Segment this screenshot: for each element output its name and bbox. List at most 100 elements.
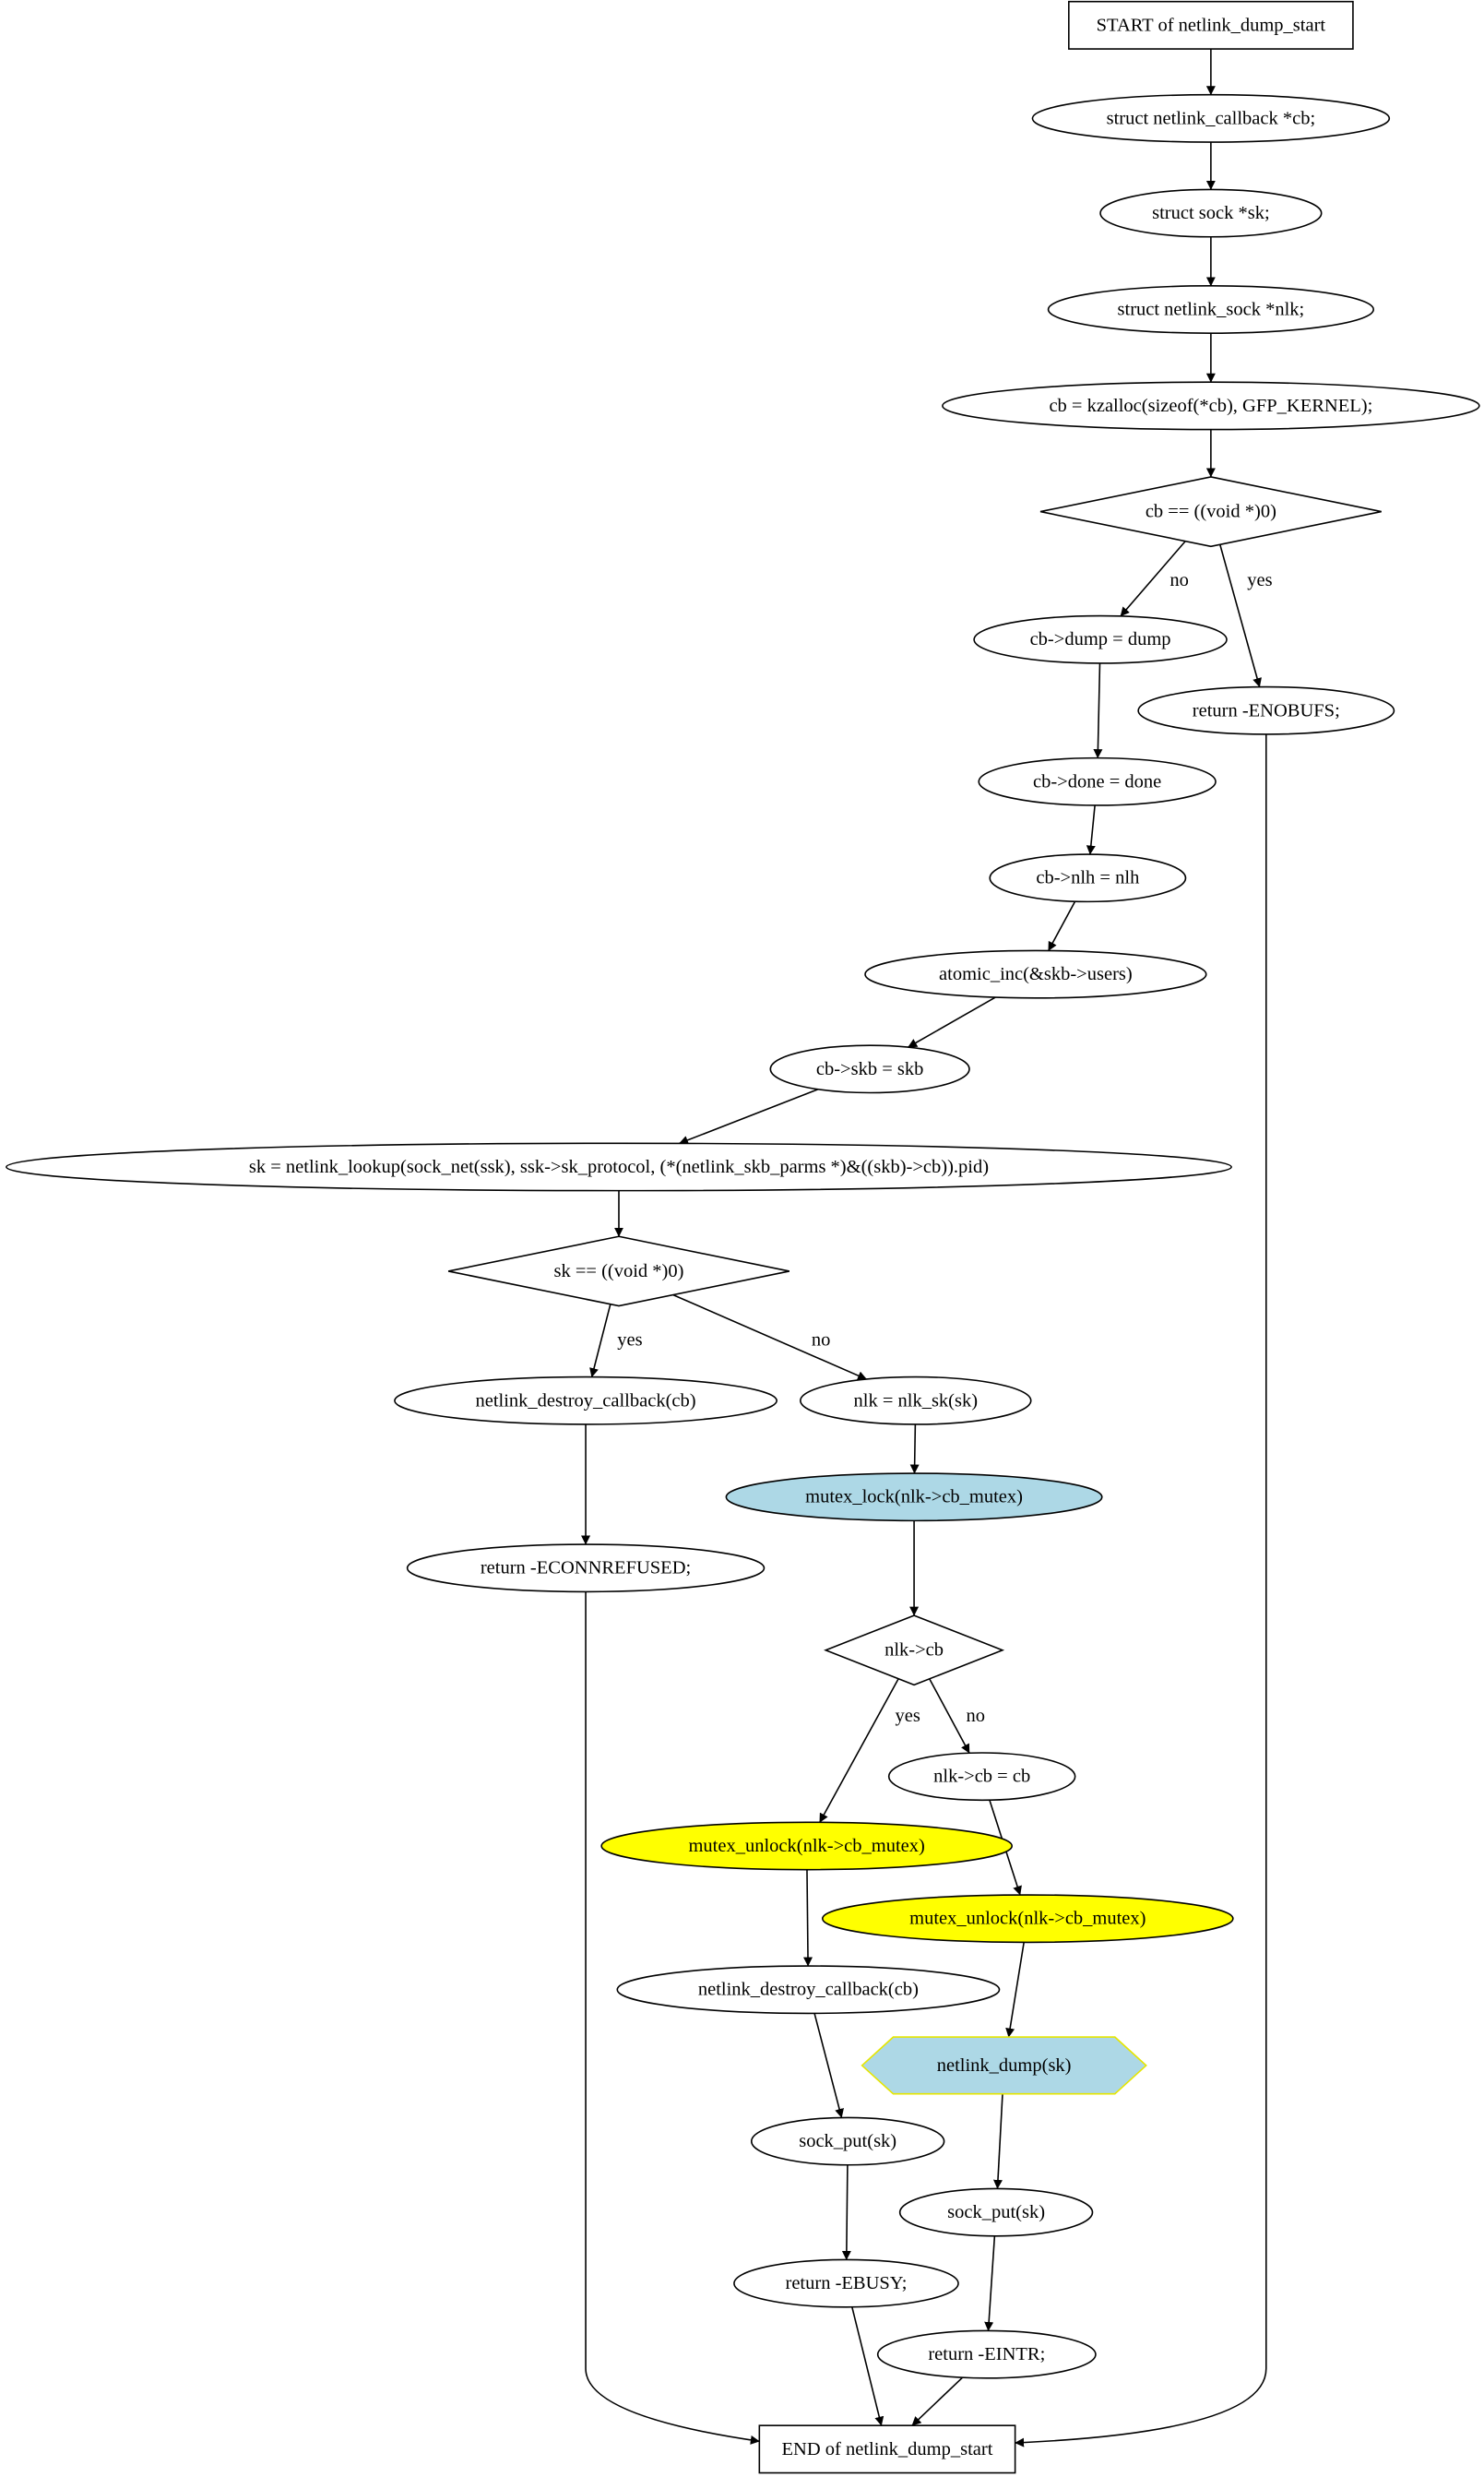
node-start-label: START of netlink_dump_start	[1097, 15, 1326, 35]
node-atomic-inc-label: atomic_inc(&skb->users)	[939, 964, 1133, 984]
node-nlk-cb-assign: nlk->cb = cb	[887, 1752, 1076, 1802]
node-end-shape	[758, 2424, 1016, 2474]
node-cb-nlh: cb->nlh = nlh	[989, 853, 1187, 903]
node-nlk-sk-shape	[800, 1375, 1032, 1425]
edges	[581, 49, 1267, 2447]
edge-cb-nlh-to-atomic-inc	[1048, 900, 1076, 951]
node-unlock1-shape	[600, 1821, 1014, 1871]
node-nlk-sk: nlk = nlk_sk(sk)	[800, 1375, 1032, 1425]
node-sk-null-label: sk == ((void *)0)	[553, 1261, 683, 1281]
node-atomic-inc-shape	[864, 949, 1207, 999]
node-destroy1-label: netlink_destroy_callback(cb)	[476, 1390, 696, 1411]
node-nlk-cb-assign-shape	[887, 1752, 1076, 1802]
node-destroy1-shape	[394, 1375, 778, 1425]
node-lookup-shape	[6, 1142, 1232, 1192]
edge-netlink-dump-to-sock-put2	[992, 2093, 1003, 2189]
edge-destroy2-to-sock-put1	[813, 2013, 844, 2118]
node-nlk-cb: nlk->cb	[824, 1614, 1005, 1686]
edge-cb-done-to-cb-nlh	[1086, 804, 1096, 855]
node-cb-skb: cb->skb = skb	[769, 1044, 970, 1094]
node-sock-put1-label: sock_put(sk)	[799, 2131, 896, 2151]
node-ret-eintr-label: return -EINTR;	[928, 2344, 1045, 2364]
node-decl-cb-shape	[1031, 93, 1391, 143]
edge-cb-dump-to-cb-done	[1093, 662, 1103, 759]
node-destroy1: netlink_destroy_callback(cb)	[394, 1375, 778, 1425]
node-decl-cb: struct netlink_callback *cb;	[1031, 93, 1391, 143]
node-ret-ebusy-label: return -EBUSY;	[786, 2273, 908, 2293]
edge-cb-null-to-ret-enobufs	[1219, 544, 1262, 688]
edge-ret-ebusy-to-end	[851, 2306, 884, 2426]
node-netlink-dump: netlink_dump(sk)	[861, 2036, 1147, 2095]
node-nlk-sk-label: nlk = nlk_sk(sk)	[854, 1390, 979, 1411]
node-destroy2-shape	[616, 1965, 1001, 2015]
node-mutex-lock-shape	[725, 1472, 1103, 1522]
edge-sk-null-to-nlk-sk	[672, 1293, 867, 1380]
node-sock-put2-shape	[898, 2187, 1094, 2237]
node-lookup: sk = netlink_lookup(sock_net(ssk), ssk->…	[6, 1142, 1232, 1192]
edge-nlk-cb-to-unlock1	[819, 1678, 899, 1823]
node-sock-put2: sock_put(sk)	[898, 2187, 1094, 2237]
node-start-shape	[1068, 0, 1354, 50]
node-unlock1: mutex_unlock(nlk->cb_mutex)	[600, 1821, 1014, 1871]
node-ret-econnrefused-shape	[406, 1543, 766, 1593]
node-sock-put1: sock_put(sk)	[750, 2116, 945, 2166]
node-ret-eintr: return -EINTR;	[876, 2329, 1097, 2379]
node-kzalloc-label: cb = kzalloc(sizeof(*cb), GFP_KERNEL);	[1049, 396, 1372, 416]
node-sk-null: sk == ((void *)0)	[447, 1235, 790, 1307]
node-end: END of netlink_dump_start	[758, 2424, 1016, 2474]
node-ret-enobufs: return -ENOBUFS;	[1137, 685, 1395, 735]
node-ret-eintr-shape	[876, 2329, 1097, 2379]
edge-label-no: no	[812, 1329, 831, 1350]
node-cb-dump: cb->dump = dump	[973, 614, 1228, 664]
node-kzalloc-shape	[942, 381, 1480, 431]
node-mutex-lock: mutex_lock(nlk->cb_mutex)	[725, 1472, 1103, 1522]
node-atomic-inc: atomic_inc(&skb->users)	[864, 949, 1207, 999]
edge-label-yes: yes	[617, 1329, 642, 1350]
node-cb-skb-shape	[769, 1044, 970, 1094]
node-start: START of netlink_dump_start	[1068, 0, 1354, 50]
edge-ret-enobufs-to-end	[1015, 733, 1267, 2447]
node-decl-sk-shape	[1099, 188, 1323, 238]
node-unlock2-label: mutex_unlock(nlk->cb_mutex)	[909, 1909, 1146, 1929]
edge-sock-put2-to-ret-eintr	[984, 2235, 996, 2331]
edge-ret-econnrefused-to-end	[585, 1591, 760, 2445]
edge-label-no: no	[967, 1706, 986, 1726]
edge-nlk-cb-to-nlk-cb-assign	[929, 1678, 970, 1754]
edge-unlock1-to-destroy2	[803, 1869, 813, 1967]
edge-label-yes: yes	[1247, 570, 1272, 590]
node-sock-put2-label: sock_put(sk)	[947, 2202, 1045, 2222]
edge-sk-null-to-destroy1	[589, 1304, 611, 1378]
node-unlock2: mutex_unlock(nlk->cb_mutex)	[821, 1894, 1234, 1944]
node-cb-done-label: cb->done = done	[1033, 771, 1161, 792]
node-sock-put1-shape	[750, 2116, 945, 2166]
node-decl-nlk-shape	[1047, 285, 1374, 334]
node-decl-sk: struct sock *sk;	[1099, 188, 1323, 238]
node-cb-null: cb == ((void *)0)	[1039, 476, 1382, 548]
edge-cb-skb-to-lookup	[679, 1088, 819, 1145]
node-nlk-cb-assign-label: nlk->cb = cb	[933, 1767, 1030, 1787]
node-cb-done-shape	[978, 756, 1217, 806]
node-unlock2-shape	[821, 1894, 1234, 1944]
node-ret-ebusy: return -EBUSY;	[733, 2258, 959, 2308]
node-unlock1-label: mutex_unlock(nlk->cb_mutex)	[688, 1836, 924, 1856]
node-decl-cb-label: struct netlink_callback *cb;	[1107, 108, 1316, 128]
node-destroy2-label: netlink_destroy_callback(cb)	[698, 1980, 919, 2000]
node-netlink-dump-label: netlink_dump(sk)	[937, 2055, 1072, 2076]
node-cb-done: cb->done = done	[978, 756, 1217, 806]
edge-nlk-sk-to-mutex-lock	[909, 1423, 920, 1474]
node-netlink-dump-shape	[861, 2036, 1147, 2095]
node-decl-nlk-label: struct netlink_sock *nlk;	[1118, 299, 1305, 319]
node-kzalloc: cb = kzalloc(sizeof(*cb), GFP_KERNEL);	[942, 381, 1480, 431]
node-ret-ebusy-shape	[733, 2258, 959, 2308]
node-cb-nlh-label: cb->nlh = nlh	[1036, 868, 1139, 888]
edge-sock-put1-to-ret-ebusy	[841, 2164, 851, 2260]
edge-unlock2-to-netlink-dump	[1005, 1942, 1025, 2038]
node-cb-nlh-shape	[989, 853, 1187, 903]
node-ret-enobufs-shape	[1137, 685, 1395, 735]
node-cb-dump-shape	[973, 614, 1228, 664]
node-destroy2: netlink_destroy_callback(cb)	[616, 1965, 1001, 2015]
node-cb-null-shape	[1039, 476, 1382, 548]
